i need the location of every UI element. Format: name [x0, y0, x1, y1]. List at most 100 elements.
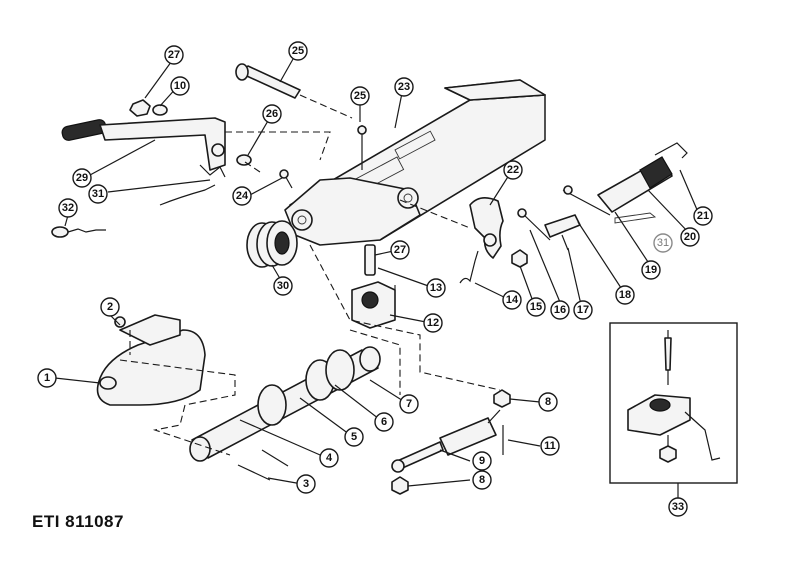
svg-text:30: 30 [277, 280, 289, 292]
svg-text:31: 31 [92, 188, 104, 200]
handbrake-lever [61, 117, 226, 206]
callout-4: 4 [319, 448, 339, 468]
split-pin [614, 212, 657, 224]
svg-text:27: 27 [168, 49, 180, 61]
svg-text:4: 4 [326, 452, 333, 464]
damper-nut-upper [493, 389, 511, 408]
svg-text:3: 3 [303, 478, 309, 490]
callout-24: 27 [390, 240, 410, 260]
callout-5: 5 [344, 427, 364, 447]
guide-block [351, 281, 396, 329]
callout-25-lower: 24 [232, 186, 252, 206]
callout-2: 2 [100, 297, 120, 317]
svg-text:11: 11 [544, 440, 556, 452]
callout-1: 1 [37, 368, 57, 388]
svg-text:17: 17 [577, 304, 589, 316]
callout-13: 13 [426, 278, 446, 298]
nut-washer [129, 99, 168, 117]
callout-10: 10 [170, 76, 190, 96]
svg-text:10: 10 [174, 80, 186, 92]
locking-pawl [469, 197, 504, 259]
callout-31-faded: 31 [653, 233, 673, 253]
assembly-guide-lines [119, 94, 501, 456]
grease-nipple-lower [279, 169, 293, 189]
callout-25-upper: 25 [350, 86, 370, 106]
svg-text:23: 23 [398, 81, 410, 93]
svg-text:9: 9 [479, 455, 485, 467]
svg-text:7: 7 [406, 398, 412, 410]
coupling-head [96, 314, 206, 406]
callout-8-lower: 8 [472, 470, 492, 490]
sleeve [364, 244, 376, 276]
spring-bracket [654, 142, 688, 159]
callout-28: 27 [164, 45, 184, 65]
pivot-bolt [235, 63, 301, 99]
svg-text:26: 26 [266, 108, 278, 120]
callout-16: 16 [550, 300, 570, 320]
svg-text:33: 33 [672, 501, 684, 513]
svg-text:6: 6 [381, 416, 387, 428]
svg-text:25: 25 [354, 90, 366, 102]
svg-text:22: 22 [507, 164, 519, 176]
callout-leaders [54, 51, 699, 498]
grease-nipple-upper [357, 125, 367, 170]
callout-22: 22 [503, 160, 523, 180]
damper-nut-lower [391, 476, 409, 495]
callout-7: 7 [399, 394, 419, 414]
document-id: ETI 811087 [32, 512, 124, 531]
lever-holder [562, 185, 611, 216]
svg-text:27: 27 [394, 244, 406, 256]
mounting-bolts [237, 449, 289, 481]
callout-8-upper: 8 [538, 392, 558, 412]
callout-19: 19 [641, 260, 661, 280]
svg-text:1: 1 [44, 372, 50, 384]
jockey-wheel-clamp-inset [609, 322, 738, 484]
svg-text:20: 20 [684, 231, 696, 243]
svg-text:2: 2 [107, 301, 113, 313]
spring-clip [459, 250, 479, 284]
callout-18: 18 [615, 285, 635, 305]
svg-text:14: 14 [506, 294, 519, 306]
callout-32: 32 [58, 198, 78, 218]
svg-text:31: 31 [657, 237, 669, 249]
svg-text:19: 19 [645, 264, 657, 276]
svg-text:13: 13 [430, 282, 442, 294]
svg-text:21: 21 [697, 210, 709, 222]
callout-23: 23 [394, 77, 414, 97]
damper-sleeve [257, 349, 355, 426]
svg-text:8: 8 [545, 396, 551, 408]
washer [236, 154, 252, 166]
callout-17: 17 [573, 300, 593, 320]
gas-spring [597, 156, 673, 213]
svg-text:24: 24 [236, 190, 249, 202]
svg-text:16: 16 [554, 304, 566, 316]
callout-29: 29 [72, 168, 92, 188]
clamp-bracket [544, 214, 581, 251]
callout-31-left: 31 [88, 184, 108, 204]
svg-text:12: 12 [427, 317, 439, 329]
svg-text:18: 18 [619, 289, 631, 301]
callout-15: 15 [526, 297, 546, 317]
shock-absorber [391, 409, 501, 473]
svg-text:8: 8 [479, 474, 485, 486]
svg-text:5: 5 [351, 431, 357, 443]
lock-nut [511, 249, 528, 268]
callout-11: 11 [540, 436, 560, 456]
callout-9: 9 [472, 451, 492, 471]
pawl-bolt [517, 208, 551, 241]
callout-33: 33 [668, 497, 688, 517]
callout-14: 14 [502, 290, 522, 310]
svg-text:25: 25 [292, 45, 304, 57]
callout-20: 20 [680, 227, 700, 247]
callout-27: 25 [288, 41, 308, 61]
callout-21: 21 [693, 206, 713, 226]
callout-30: 30 [273, 276, 293, 296]
coupling-housing [284, 177, 421, 246]
callout-3: 3 [296, 474, 316, 494]
svg-text:29: 29 [76, 172, 88, 184]
callout-12: 12 [423, 313, 443, 333]
breakaway-cable [51, 226, 106, 238]
callout-6: 6 [374, 412, 394, 432]
svg-text:32: 32 [62, 202, 74, 214]
